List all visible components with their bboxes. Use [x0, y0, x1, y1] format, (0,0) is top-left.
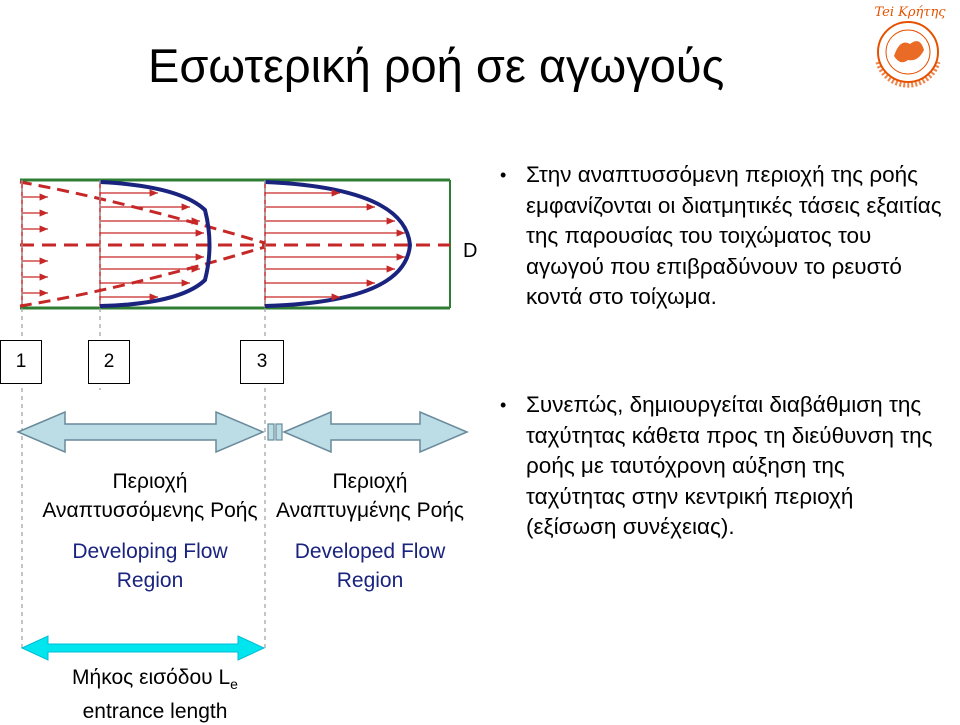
developing-region-greek: Περιοχή Αναπτυσσόμενης Ροής [42, 470, 258, 522]
bullet-symbol: • [500, 395, 507, 415]
entrance-length-label: Μήκος εισόδου Le entrance length [40, 664, 270, 725]
entrance-length-arrow [20, 635, 266, 661]
developed-region-english: Developed Flow Region [294, 540, 446, 592]
diameter-label: D [463, 240, 478, 262]
developing-region-arrow [16, 410, 265, 454]
developing-region-label: Περιοχή Αναπτυσσόμενης Ροής Developing F… [40, 467, 260, 595]
developing-region-english: Developing Flow Region [72, 540, 228, 592]
bullet-symbol: • [500, 165, 507, 185]
developed-region-label: Περιοχή Αναπτυγμένης Ροής Developed Flow… [270, 467, 470, 595]
station-2-box: 2 [88, 340, 130, 384]
developed-region-arrow [282, 410, 469, 454]
slide-title: Εσωτερική ροή σε αγωγούς [148, 39, 725, 92]
station-1-box: 1 [0, 340, 42, 384]
bullet-item-1: • Στην αναπτυσσόμενη περιοχή της ροής εμ… [500, 160, 950, 313]
developed-region-greek: Περιοχή Αναπτυγμένης Ροής [275, 470, 465, 522]
entrance-length-subscript: e [230, 676, 238, 692]
tei-crete-logo: Tei Κρήτης [858, 0, 958, 95]
svg-text:Tei Κρήτης: Tei Κρήτης [874, 5, 946, 20]
station-guide-lines [21, 180, 266, 650]
station-3-velocity-profile [264, 180, 413, 308]
bullet-item-2: • Συνεπώς, δημιουργείται διαβάθμιση της … [500, 390, 950, 543]
bullet-text-2: Συνεπώς, δημιουργείται διαβάθμιση της τα… [526, 392, 933, 539]
bullet-text-1: Στην αναπτυσσόμενη περιοχή της ροής εμφα… [526, 162, 942, 309]
entrance-length-greek: Μήκος εισόδου L [72, 666, 231, 689]
boundary-layer-curves [19, 180, 266, 308]
station-3-box: 3 [240, 340, 284, 384]
region-break-marks [267, 423, 283, 441]
entrance-length-english: entrance length [82, 700, 228, 723]
